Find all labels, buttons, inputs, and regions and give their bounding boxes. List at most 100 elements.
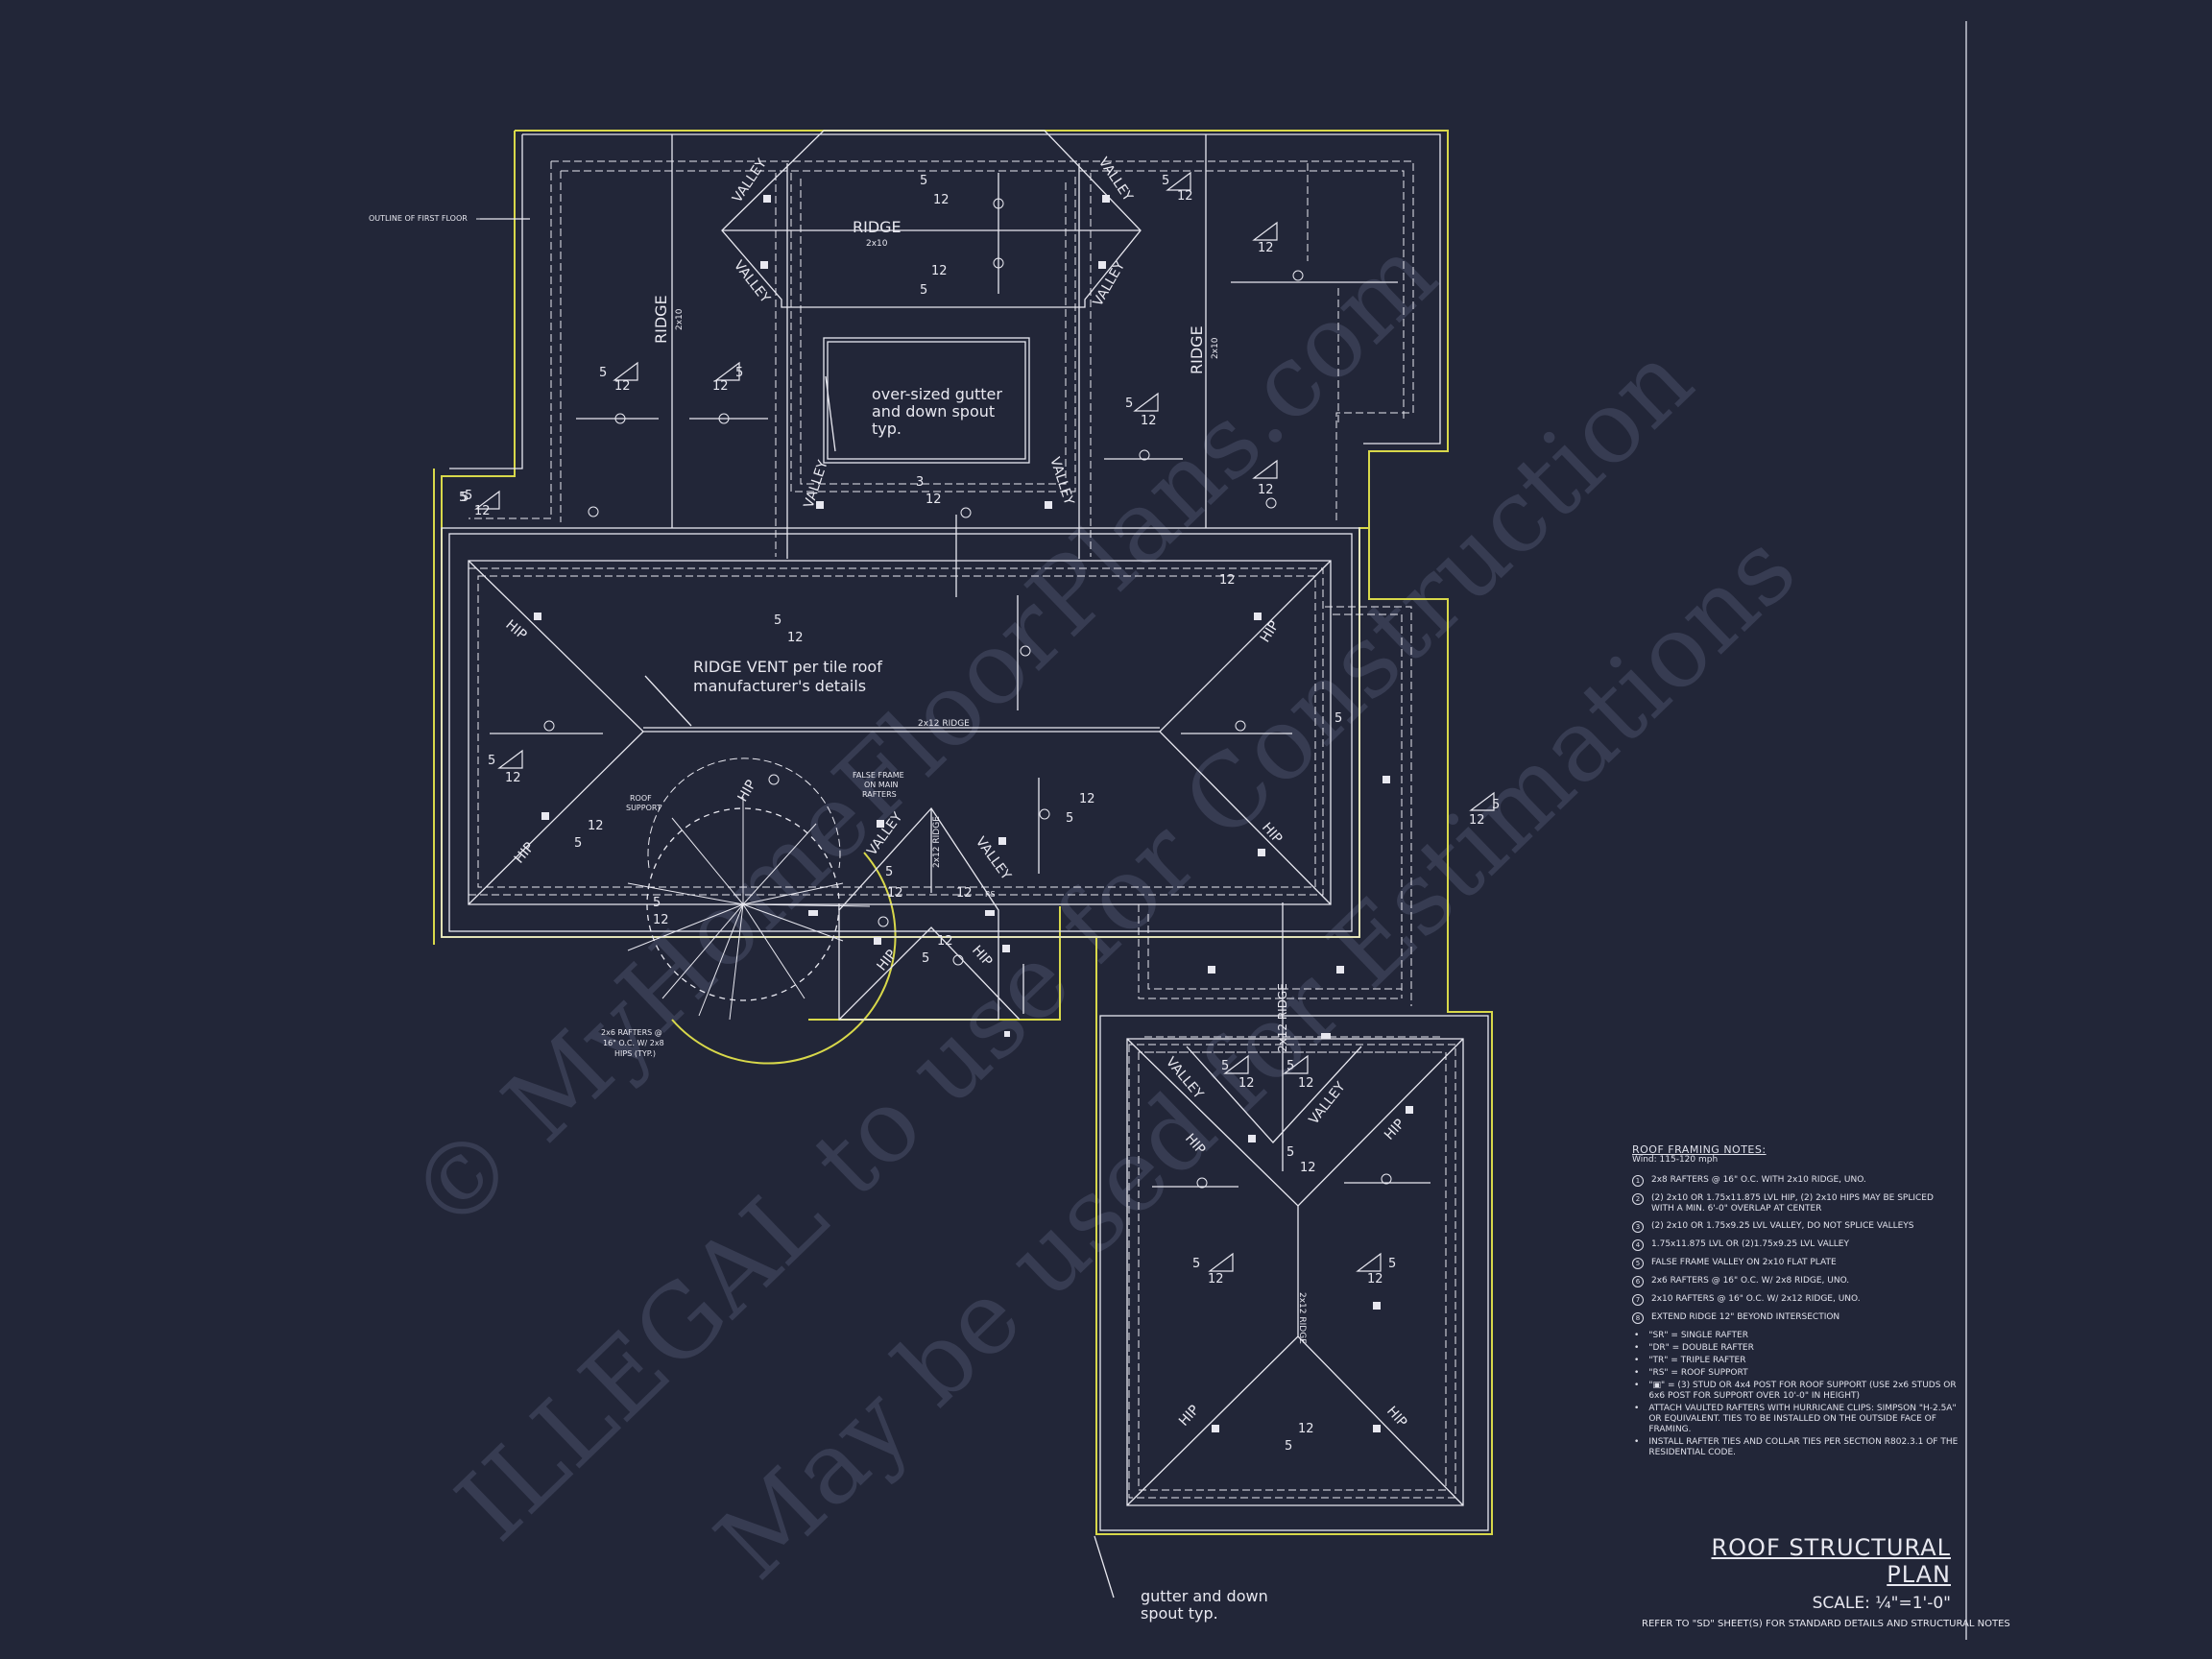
label-rafters-2: 16" O.C. W/ 2x8 <box>603 1039 664 1047</box>
bullet: • <box>1634 1331 1640 1340</box>
label-ridge-top-size: 2x10 <box>866 239 888 249</box>
abbreviation-item: •"▣" = (3) STUD OR 4x4 POST FOR ROOF SUP… <box>1632 1381 1959 1402</box>
note-text: 2x10 RAFTERS @ 16" O.C. W/ 2x12 RIDGE, U… <box>1651 1294 1861 1304</box>
label-gutter-bottom-2: spout typ. <box>1141 1604 1218 1623</box>
pitch-run: 12 <box>1300 1161 1316 1175</box>
note-number: 7 <box>1632 1294 1644 1306</box>
note-item: 8 EXTEND RIDGE 12" BEYOND INTERSECTION <box>1632 1312 1959 1324</box>
abbreviation-text: "TR" = TRIPLE RAFTER <box>1648 1356 1746 1365</box>
abbreviation-item: •"TR" = TRIPLE RAFTER <box>1632 1356 1959 1366</box>
abbreviation-text: "▣" = (3) STUD OR 4x4 POST FOR ROOF SUPP… <box>1648 1381 1957 1401</box>
label-false-frame-2: ON MAIN <box>864 781 899 789</box>
note-text: (2) 2x10 OR 1.75x9.25 LVL VALLEY, DO NOT… <box>1651 1221 1914 1231</box>
label-roof-support-2: SUPPORT <box>626 804 661 812</box>
pitch-run: 12 <box>653 913 669 927</box>
sheet-reference: REFER TO "SD" SHEET(S) FOR STANDARD DETA… <box>1642 1619 2010 1629</box>
pitch-rise-low: 3 <box>916 475 924 490</box>
wall-lines <box>468 160 1456 1499</box>
bullet: • <box>1634 1343 1640 1353</box>
note-number: 1 <box>1632 1175 1644 1187</box>
pitch-run: 12 <box>1141 414 1157 428</box>
note-text: 2x8 RAFTERS @ 16" O.C. WITH 2x10 RIDGE, … <box>1651 1175 1866 1185</box>
note-text: FALSE FRAME VALLEY ON 2x10 FLAT PLATE <box>1651 1258 1837 1267</box>
pitch-rise: 5 <box>1285 1439 1292 1454</box>
sheet-scale: SCALE: ¼"=1'-0" <box>1812 1594 1951 1613</box>
label-rafters-3: HIPS (TYP.) <box>614 1049 656 1058</box>
pitch-run: 12 <box>505 771 521 785</box>
pitch-values: 5 12 12 5 5 12 5 12 5 12 12 5 12 12 3 12… <box>459 174 1500 1454</box>
abbreviation-item: • "DR" = DOUBLE RAFTER <box>1632 1343 1959 1354</box>
notes-list: 1 2x8 RAFTERS @ 16" O.C. WITH 2x10 RIDGE,… <box>1632 1175 1959 1324</box>
abbreviation-text: "RS" = ROOF SUPPORT <box>1648 1368 1748 1378</box>
abbreviation-text: "SR" = SINGLE RAFTER <box>1648 1331 1748 1340</box>
notes-heading: ROOF FRAMING NOTES: <box>1632 1143 1767 1156</box>
pitch-run: 12 <box>588 819 604 833</box>
label-ridge-right-size: 2x10 <box>1211 337 1220 359</box>
watermark: © MyHomeFloorPlans.com ILLEGAL to use fo… <box>387 215 1818 1601</box>
label-ridge-right: RIDGE <box>1188 325 1206 374</box>
pitch-run: 12 <box>1258 483 1274 497</box>
pitch-run: 12 <box>1367 1272 1383 1286</box>
pitch-run: 12 <box>937 934 953 949</box>
pitch-run: 12 <box>1208 1272 1224 1286</box>
pitch-run: 12 <box>1238 1076 1255 1091</box>
label-gutter-line-2: and down spout <box>872 402 995 421</box>
pitch-run: 12 <box>1298 1422 1314 1436</box>
label-outline-first-floor: OUTLINE OF FIRST FLOOR <box>369 214 468 223</box>
label-roof-support-1: ROOF <box>630 794 652 803</box>
bullet: • <box>1634 1368 1640 1378</box>
label-false-frame-1: FALSE FRAME <box>853 771 904 780</box>
abbreviation-item: • "RS" = ROOF SUPPORT <box>1632 1368 1959 1379</box>
pitch-rise: 5 <box>1286 1059 1294 1073</box>
label-ridge-left-size: 2x10 <box>675 308 685 330</box>
support-posts <box>534 195 1413 1432</box>
pitch-rise: 5 <box>1192 1257 1200 1271</box>
pitch-rise: 5 <box>774 613 781 628</box>
abbreviation-text: "DR" = DOUBLE RAFTER <box>1648 1343 1754 1353</box>
label-valley-6: VALLEY <box>1046 455 1076 507</box>
label-hip-1: HIP <box>502 617 529 643</box>
pitch-run: 12 <box>1469 813 1485 828</box>
abbreviation-item: • "SR" = SINGLE RAFTER <box>1632 1331 1959 1341</box>
note-number: 3 <box>1632 1221 1644 1233</box>
label-ridge-vent-line-2: manufacturer's details <box>693 677 866 695</box>
note-item: 7 2x10 RAFTERS @ 16" O.C. W/ 2x12 RIDGE, … <box>1632 1294 1959 1306</box>
label-valley-8: VALLEY <box>973 834 1014 883</box>
label-valley-5: VALLEY <box>802 458 831 510</box>
abbreviation-text: ATTACH VAULTED RAFTERS WITH HURRICANE CL… <box>1648 1404 1957 1434</box>
note-item: 3 (2) 2x10 OR 1.75x9.25 LVL VALLEY, DO NO… <box>1632 1221 1959 1233</box>
note-text: (2) 2x10 OR 1.75x11.875 LVL HIP, (2) 2x1… <box>1651 1193 1934 1214</box>
pitch-run: 12 <box>887 886 903 901</box>
note-number: 4 <box>1632 1239 1644 1251</box>
note-item: 4 1.75x11.875 LVL OR (2)1.75x9.25 LVL VAL… <box>1632 1239 1959 1251</box>
pitch-rise: 5 <box>1286 1145 1294 1160</box>
pitch-run: 12 <box>474 504 491 518</box>
note-text: 1.75x11.875 LVL OR (2)1.75x9.25 LVL VALL… <box>1651 1239 1849 1249</box>
label-ridge-top: RIDGE <box>853 218 902 236</box>
abbreviation-text: INSTALL RAFTER TIES AND COLLAR TIES PER … <box>1648 1437 1959 1457</box>
pitch-run: 12 <box>1219 573 1236 588</box>
label-hip-5: HIP <box>735 778 759 805</box>
pitch-run: 12 <box>1298 1076 1314 1091</box>
pitch-rise: 5 <box>1221 1059 1229 1073</box>
note-text: EXTEND RIDGE 12" BEYOND INTERSECTION <box>1651 1312 1840 1322</box>
label-rafters-1: 2x6 RAFTERS @ <box>601 1028 662 1037</box>
label-gutter-line-3: typ. <box>872 420 902 438</box>
pitch-run: 12 <box>926 493 942 507</box>
label-valley-4: VALLEY <box>1091 258 1129 309</box>
pitch-run: 12 <box>1177 189 1193 204</box>
label-ridge-2x12-main: 2x12 RIDGE <box>918 719 970 729</box>
label-ridge-2x12-mid: 2x12 RIDGE <box>932 816 942 868</box>
pitch-rise: 5 <box>920 283 927 298</box>
note-number: 8 <box>1632 1312 1644 1324</box>
pitch-rise: 5 <box>465 489 472 503</box>
pitch-rise: 5 <box>1492 798 1500 812</box>
pitch-rise: 5 <box>599 366 607 380</box>
pitch-rise: 5 <box>1066 811 1073 826</box>
pitch-rise: 5 <box>920 174 927 188</box>
abbreviation-item: •ATTACH VAULTED RAFTERS WITH HURRICANE C… <box>1632 1404 1959 1435</box>
pitch-run: 12 <box>712 379 729 394</box>
note-item: 1 2x8 RAFTERS @ 16" O.C. WITH 2x10 RIDGE,… <box>1632 1175 1959 1187</box>
